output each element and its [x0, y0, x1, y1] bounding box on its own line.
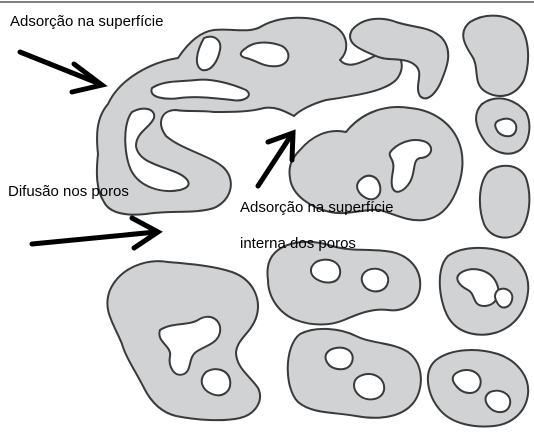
pore-lower-middle-2: [362, 269, 388, 292]
arrow-internal-adsorption: [258, 133, 293, 186]
label-internal-adsorption-line1: Adsorção na superfície: [240, 199, 393, 216]
pore-bottom-left-2: [202, 369, 231, 395]
arrow-pore-diffusion: [32, 218, 158, 248]
arrow-surface-adsorption: [20, 52, 102, 92]
particle-top-right: [463, 16, 528, 96]
particle-right-2: [480, 166, 529, 238]
pore-lower-middle-1: [311, 260, 340, 283]
label-surface-adsorption: Adsorção na superfície: [10, 13, 163, 30]
label-pore-diffusion: Difusão nos poros: [8, 183, 129, 200]
particle-lower-middle: [267, 242, 420, 325]
pore-right-1: [495, 119, 516, 137]
particle-bottom-middle: [288, 329, 421, 418]
pore-bottom-middle-1: [326, 348, 353, 370]
pore-bottom-middle-2: [354, 374, 384, 399]
pore-lower-right-2: [495, 289, 512, 308]
label-internal-adsorption-line2: interna dos poros: [240, 235, 356, 252]
